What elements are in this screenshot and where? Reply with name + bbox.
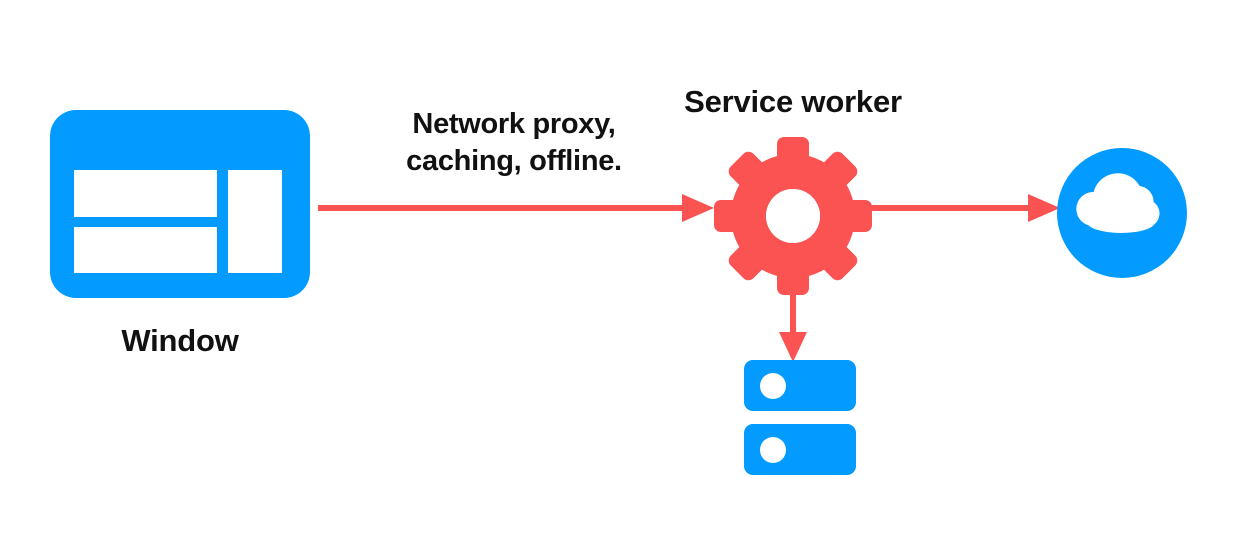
storage-node[interactable]	[744, 360, 856, 475]
window-pane-right	[228, 170, 282, 273]
window-pane-top-left	[74, 170, 217, 217]
service-worker-node[interactable]	[714, 137, 872, 295]
arrow-window-to-service-worker	[318, 194, 714, 222]
edge-annotation-network-proxy: Network proxy, caching, offline.	[383, 106, 645, 180]
server-bar-bottom	[744, 424, 856, 475]
gear-icon	[714, 137, 872, 295]
window-node[interactable]	[50, 110, 310, 298]
server-bar-top	[744, 360, 856, 411]
cloud-node[interactable]	[1057, 148, 1187, 278]
server-status-led-bottom	[760, 437, 786, 463]
arrow-service-worker-to-cloud	[866, 194, 1060, 222]
service-worker-label: Service worker	[684, 84, 902, 119]
edge-annotation-line-1: Network proxy,	[412, 108, 616, 140]
browser-window-icon	[50, 110, 310, 298]
edge-annotation-line-2: caching, offline.	[406, 145, 622, 178]
arrow-service-worker-to-storage	[779, 286, 807, 362]
window-node-label: Window	[121, 323, 239, 358]
window-pane-bottom-left	[74, 227, 217, 273]
server-status-led-top	[760, 373, 786, 399]
cloud-icon	[1076, 173, 1160, 233]
